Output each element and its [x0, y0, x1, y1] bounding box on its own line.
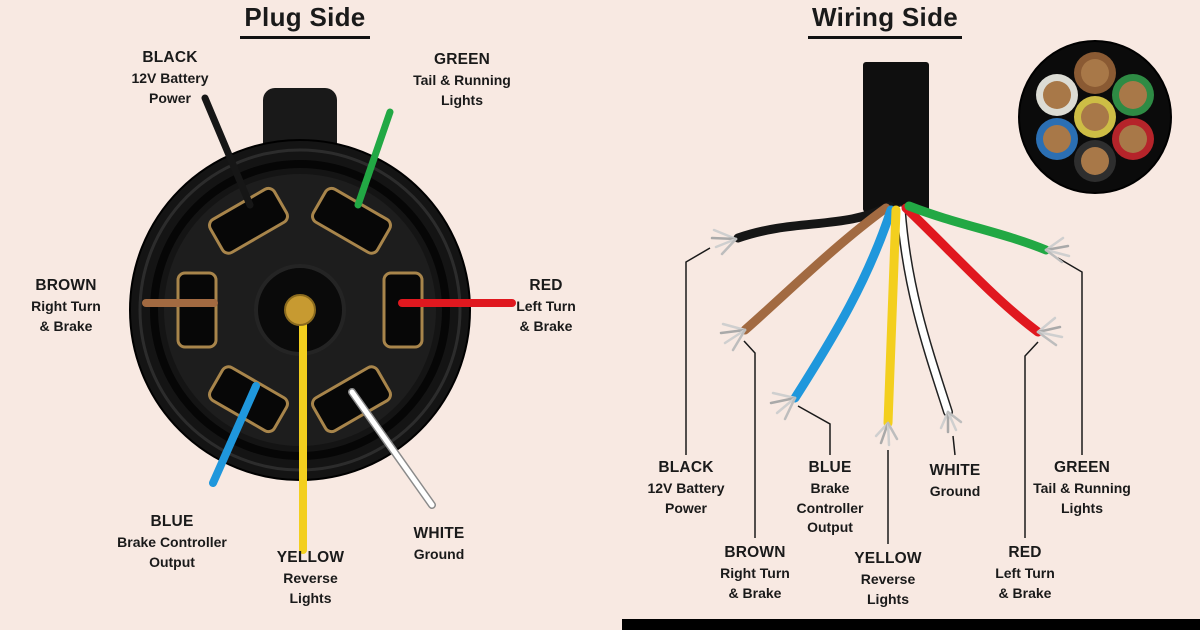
plug-label-white: WHITE Ground	[380, 524, 498, 565]
leader-green	[1057, 257, 1083, 455]
wire-color-name: YELLOW	[854, 550, 922, 567]
wire-function: Brake Controller Output	[796, 479, 864, 536]
pin-slot-left	[176, 271, 218, 349]
wiring-side-diagram	[685, 40, 1172, 544]
wiring-wire-blue	[790, 205, 896, 403]
wire-function: Reverse Lights	[860, 570, 916, 607]
wire-function: Left Turn & Brake	[516, 297, 576, 334]
wire-function: Brake Controller Output	[117, 533, 227, 570]
wire-function: Tail & Running Lights	[413, 71, 511, 108]
fray-green	[1044, 236, 1071, 264]
wire-function: Right Turn & Brake	[720, 564, 790, 601]
wiring-side-title-wrap: Wiring Side	[770, 2, 1000, 39]
leader-white	[952, 435, 956, 456]
wire-function: Right Turn & Brake	[31, 297, 101, 334]
fray-white	[939, 410, 963, 434]
leader-red	[1024, 341, 1039, 538]
fray-red	[1036, 316, 1064, 347]
plug-wire-black	[201, 94, 254, 209]
wiring-wire-red	[901, 203, 1043, 337]
wiring-label-green: GREEN Tail & Running Lights	[1014, 458, 1150, 518]
wire-function: 12V Battery Power	[131, 69, 209, 106]
wire-function: Tail & Running Lights	[1033, 479, 1131, 516]
cross-section-wire-black	[1074, 140, 1116, 182]
wiring-label-yellow: YELLOW Reverse Lights	[830, 549, 946, 609]
wire-function: 12V Battery Power	[647, 479, 725, 516]
wire-color-name: BLUE	[808, 459, 852, 476]
fray-brown	[719, 322, 747, 352]
wire-color-name: WHITE	[413, 525, 465, 542]
plug-label-yellow: YELLOW Reverse Lights	[238, 548, 383, 608]
wire-color-name: RED	[529, 277, 563, 294]
plug-label-green: GREEN Tail & Running Lights	[362, 50, 562, 110]
plug-label-red: RED Left Turn & Brake	[482, 276, 610, 336]
cross-section-wire-blue	[1036, 118, 1078, 160]
wire-function: Reverse Lights	[283, 569, 338, 606]
wire-color-name: GREEN	[1053, 459, 1111, 476]
wiring-wire-green	[904, 201, 1051, 255]
wire-color-name: BLUE	[150, 513, 194, 530]
cross-section-wire-green	[1112, 74, 1154, 116]
wiring-label-blue: BLUE Brake Controller Output	[772, 458, 888, 538]
wiring-label-white: WHITE Ground	[902, 461, 1008, 502]
plug-wire-green	[354, 108, 394, 209]
center-pin	[284, 294, 316, 326]
frayed-wire-tips	[710, 228, 1071, 447]
fray-yellow	[874, 421, 899, 447]
cross-section-wire-yellow	[1074, 96, 1116, 138]
plug-label-blue: BLUE Brake Controller Output	[72, 512, 272, 572]
pin-slot-top-left	[208, 186, 289, 255]
wiring-label-black: BLACK 12V Battery Power	[626, 458, 746, 518]
fray-blue	[769, 391, 797, 421]
leader-blue	[797, 405, 831, 455]
pin-slot-right	[382, 271, 424, 349]
leader-brown	[743, 340, 756, 538]
wiring-label-red: RED Left Turn & Brake	[967, 543, 1083, 603]
wire-color-name: WHITE	[929, 462, 981, 479]
wire-color-name: GREEN	[433, 51, 491, 68]
cross-section-wire-white	[1036, 74, 1078, 116]
cable-jacket	[863, 62, 929, 212]
plug-side-title-wrap: Plug Side	[190, 2, 420, 39]
wiring-side-title: Wiring Side	[807, 2, 963, 39]
cross-section-wire-brown	[1074, 52, 1116, 94]
wiring-wire-brown	[740, 203, 891, 335]
wire-color-name: YELLOW	[276, 549, 345, 566]
wire-function: Ground	[929, 482, 981, 499]
plug-wire-white	[349, 389, 435, 508]
plug-side-diagram	[129, 88, 516, 554]
plug-wire-blue	[209, 382, 260, 487]
fray-black	[710, 228, 738, 256]
bottom-bar	[622, 619, 1200, 630]
wiring-label-brown: BROWN Right Turn & Brake	[697, 543, 813, 603]
wire-color-name: BROWN	[35, 277, 97, 294]
plug-side-title: Plug Side	[240, 2, 370, 39]
wire-function: Left Turn & Brake	[995, 564, 1055, 601]
pin-slot-bottom-right	[311, 365, 392, 434]
cross-section-wire-red	[1112, 118, 1154, 160]
wire-function: Ground	[413, 545, 465, 562]
cable-cross-section	[1018, 40, 1172, 194]
wiring-wire-yellow	[883, 205, 901, 428]
wire-color-name: RED	[1008, 544, 1042, 561]
wire-color-name: BLACK	[142, 49, 198, 66]
wire-color-name: BROWN	[724, 544, 786, 561]
plug-label-black: BLACK 12V Battery Power	[70, 48, 270, 108]
leader-lines	[685, 247, 1083, 544]
leader-black	[685, 247, 711, 455]
plug-label-brown: BROWN Right Turn & Brake	[2, 276, 130, 336]
wiring-wire-white	[897, 206, 952, 416]
wire-color-name: BLACK	[658, 459, 714, 476]
